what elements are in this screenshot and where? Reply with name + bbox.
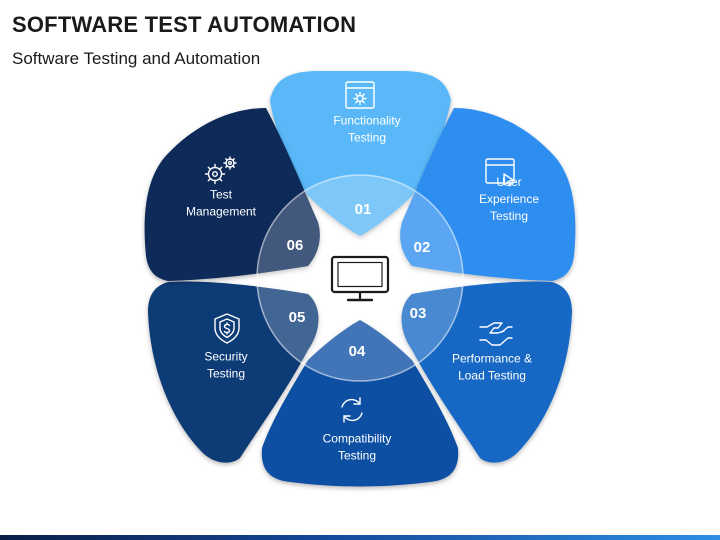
segment-numbers-group: 01 02 03 04 05 06 [287, 201, 431, 360]
cursor-window-icon [485, 158, 515, 187]
segment-number-02: 02 [414, 239, 431, 256]
segment-03 [401, 281, 572, 463]
gear-window-icon [345, 81, 375, 109]
segment-06 [144, 108, 320, 281]
segment-number-05: 05 [289, 309, 306, 326]
center-ring [256, 174, 464, 382]
segment-01 [270, 71, 451, 236]
monitor-icon [330, 255, 390, 302]
segment-label-03: Performance &Load Testing [452, 352, 532, 383]
bottom-accent-bar [0, 535, 720, 540]
shield-dollar-icon [214, 313, 240, 344]
page-title: SOFTWARE TEST AUTOMATION [12, 12, 357, 37]
gears-icon [204, 156, 237, 185]
segment-05 [148, 281, 319, 463]
segments-group [144, 71, 576, 487]
segment-number-04: 04 [349, 343, 366, 360]
segment-number-01: 01 [355, 201, 372, 218]
segment-number-03: 03 [410, 305, 427, 322]
segment-number-06: 06 [287, 237, 304, 254]
page-subtitle: Software Testing and Automation [12, 49, 261, 68]
segment-02 [400, 108, 576, 281]
handshake-icon [479, 322, 513, 346]
refresh-icon [341, 397, 363, 423]
